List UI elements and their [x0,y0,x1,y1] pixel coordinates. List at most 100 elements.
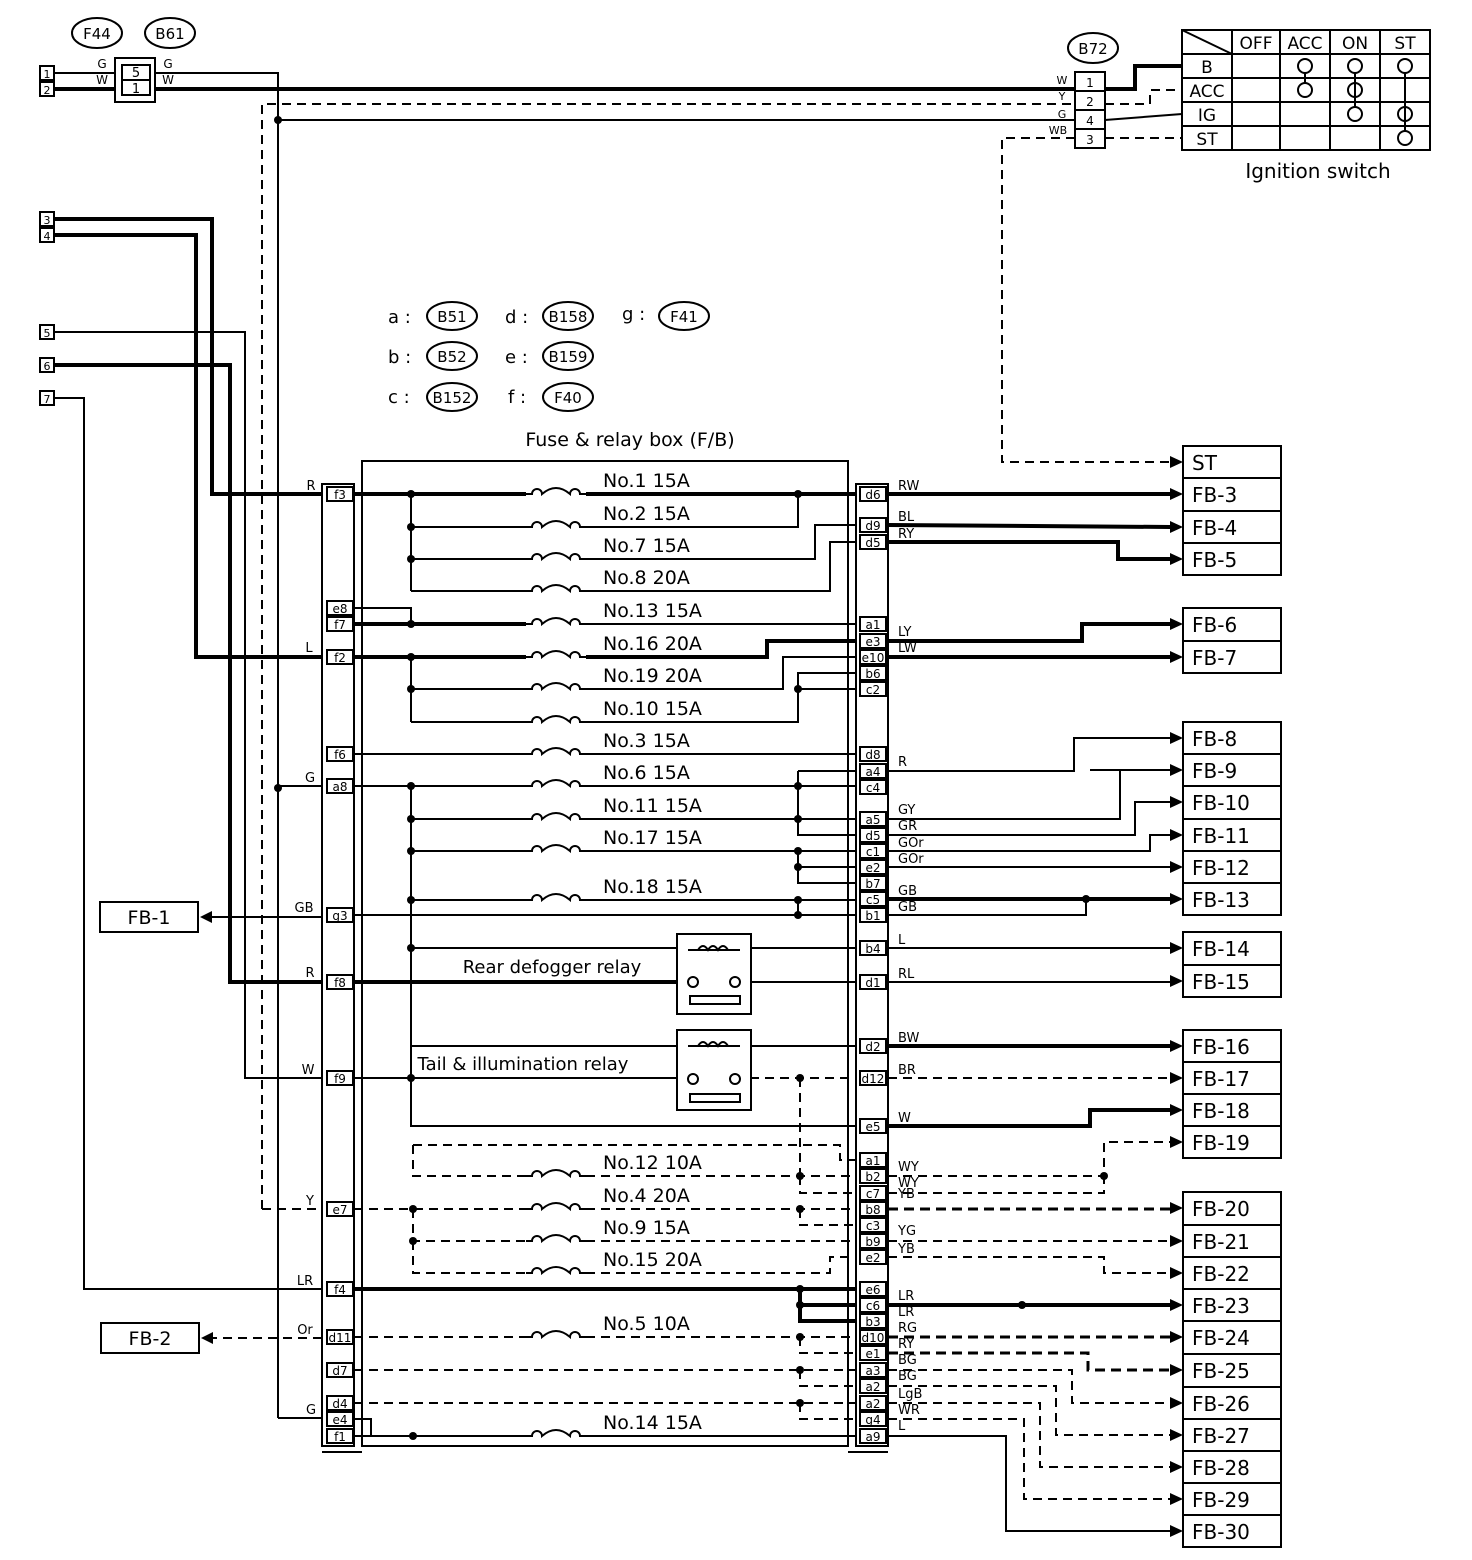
right-pin-box [859,891,887,907]
output-label: FB-11 [1192,824,1250,848]
output-label: FB-30 [1192,1520,1250,1544]
right-wire-color: LR [898,1289,914,1304]
right-pin-box [859,875,887,891]
junction [796,1301,804,1309]
svg-text:2: 2 [1086,95,1094,109]
left-pin-box [326,1395,354,1411]
left-wire-color: LR [297,1274,313,1289]
svg-text:F41: F41 [670,308,698,326]
wire [799,1337,856,1354]
svg-text:W: W [1057,74,1068,87]
svg-text:FB-1: FB-1 [128,907,171,929]
tail-illumination-relay: Tail & illumination relay [417,1029,752,1111]
right-pin-label: b6 [865,667,880,681]
left-pin-label: f2 [334,651,346,665]
right-pin-label: e3 [865,635,880,649]
svg-text:ST: ST [1196,130,1218,150]
wire [888,540,1170,561]
output-label: FB-15 [1192,970,1250,994]
right-pin-label: d5 [865,829,880,843]
right-pin-label: e2 [865,861,880,875]
wire [799,1176,856,1194]
svg-text:W: W [162,73,174,87]
wire [586,672,856,723]
right-pin-box [859,681,887,697]
left-pin-box [326,1201,354,1217]
wire [888,737,1170,772]
svg-text:a :: a : [388,307,411,328]
right-pin-label: d1 [865,976,880,990]
output-label: FB-26 [1192,1392,1250,1416]
left-pin-box [326,974,354,990]
left-pin-box [326,600,354,616]
left-pin-box [326,778,354,794]
left-pin-box [326,1329,354,1345]
output-fb-2: FB-2 [100,1322,322,1354]
fuse-label: No.7 15A [603,535,690,557]
output-label: FB-27 [1192,1424,1250,1448]
svg-text:4: 4 [44,230,51,243]
wire [888,1176,1105,1194]
junction [407,555,415,563]
left-pin-label: f8 [334,976,346,990]
right-pin-box [859,1395,887,1411]
right-wire-color: LW [898,641,917,656]
right-pin-box [859,1070,887,1086]
wire [54,217,322,496]
svg-text:B61: B61 [155,25,184,43]
wire [54,331,322,1079]
right-pin-label: c5 [866,893,880,907]
right-pin-box [859,1281,887,1297]
wire [797,851,856,884]
svg-text:7: 7 [44,393,51,406]
left-pin-label: e4 [332,1413,347,1427]
fuse-symbol [526,682,586,692]
junction [794,490,802,498]
right-pin-box [859,534,887,550]
connector-legend: a : B51 b : B52 c : B152 d : B158 e : B1… [388,301,710,412]
left-pin-label: d4 [332,1397,347,1411]
wire [888,622,1170,643]
right-pin-box [859,517,887,533]
right-pin-box [859,940,887,956]
right-pin-label: c3 [866,1219,880,1233]
wire [799,1370,856,1387]
tail-illumination-relay-label: Tail & illumination relay [417,1054,629,1075]
right-pin-label: b4 [865,942,880,956]
left-pin-label: f3 [334,488,346,502]
junction [407,896,415,904]
left-terminal-6: 6 [39,357,55,373]
junction [1018,1301,1026,1309]
junction [796,1333,804,1341]
connector-f44-label: F44 [71,17,123,49]
output-label: FB-4 [1192,516,1237,540]
left-pin-box [326,907,354,923]
right-wire-color: YG [897,1224,916,1239]
right-wire-color: GOr [898,836,924,851]
right-pin-box [859,1411,887,1427]
right-pin-label: c1 [866,845,880,859]
output-label: FB-18 [1192,1099,1250,1123]
fuse-label: No.12 10A [603,1152,702,1174]
svg-text:1: 1 [44,68,51,81]
wire [412,1145,526,1177]
output-label: FB-13 [1192,888,1250,912]
right-wire-color: L [898,1419,906,1434]
junction [796,1074,804,1082]
fuse-label: No.6 15A [603,762,690,784]
fuse-symbol [526,715,586,725]
wire [888,1402,1170,1468]
rear-defogger-relay-label: Rear defogger relay [463,957,642,978]
svg-text:B152: B152 [433,389,472,407]
output-label: ST [1192,451,1218,475]
right-pin-box [859,486,887,502]
right-pin-label: e10 [862,651,885,665]
svg-text:ACC: ACC [1189,82,1224,102]
wire [888,1435,1170,1532]
junction [794,685,802,693]
wire [412,1241,526,1274]
fuse-symbol [526,1234,586,1244]
right-wire-color: LgB [898,1387,922,1402]
right-wire-color: YB [897,1242,915,1257]
right-pin-box [859,1329,887,1345]
